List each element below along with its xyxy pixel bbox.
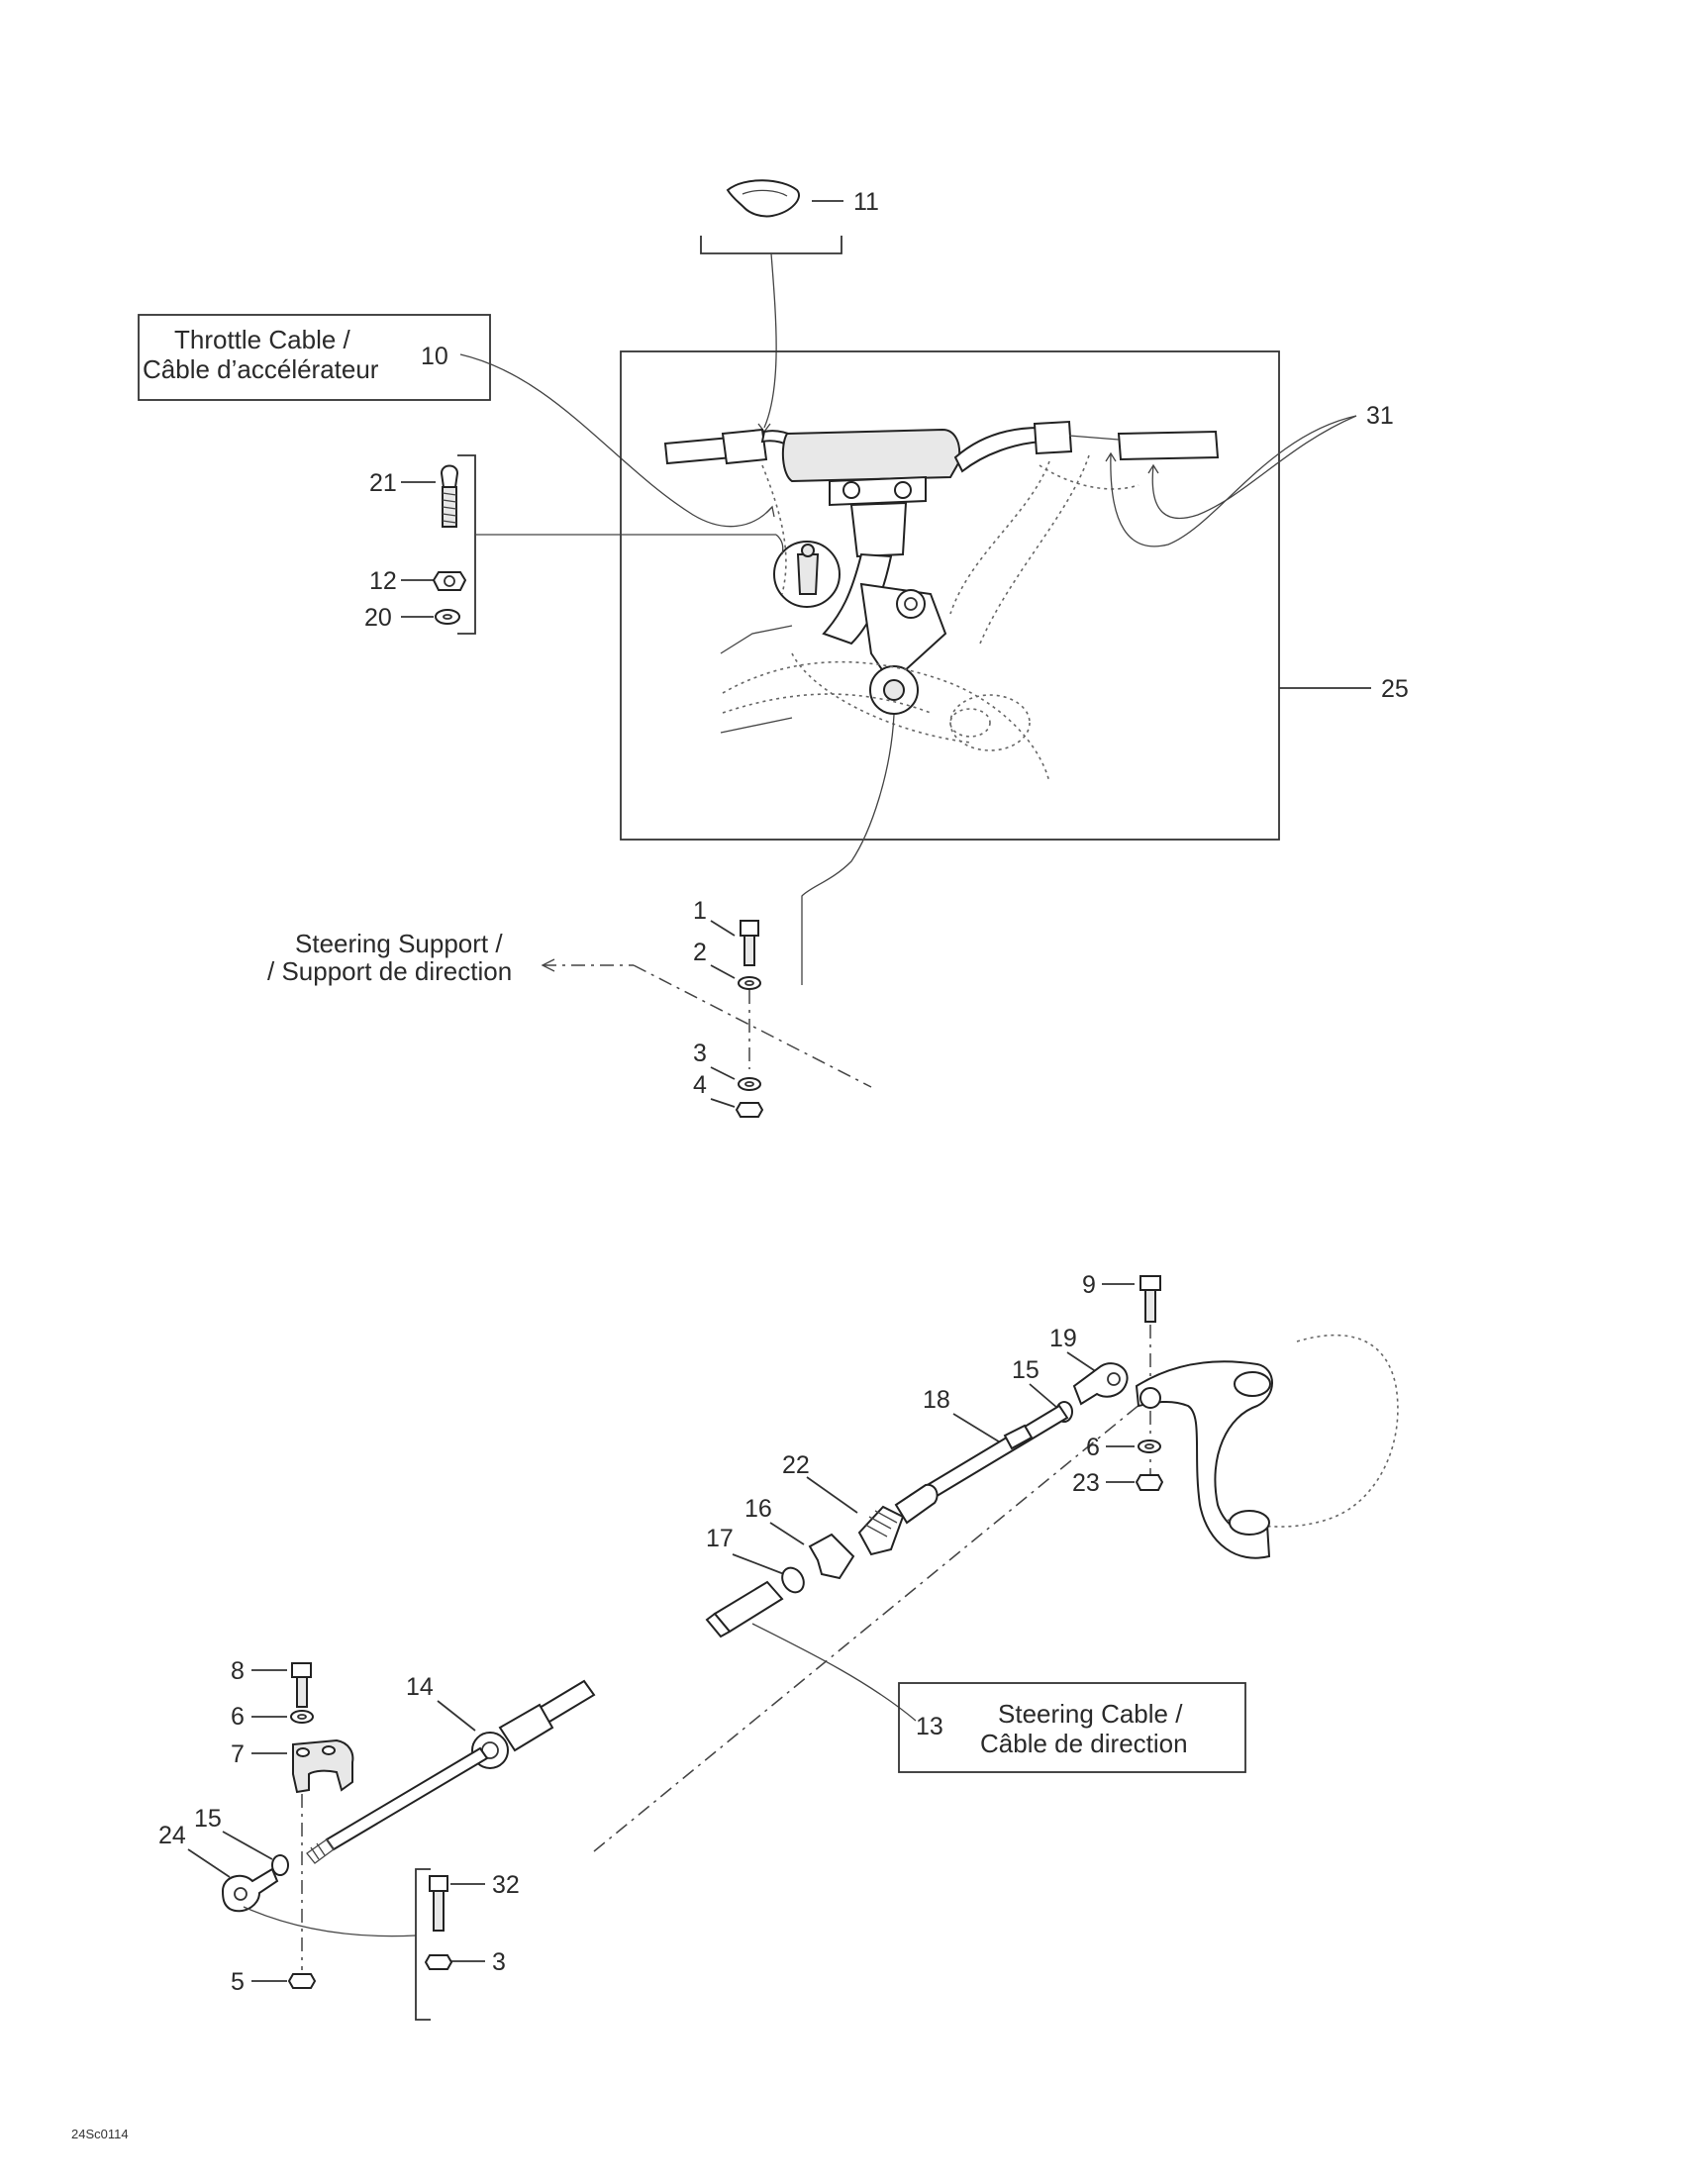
callout-3-top: 3 [693, 1040, 707, 1067]
callout-9: 9 [1082, 1271, 1096, 1299]
callout-5: 5 [231, 1968, 245, 1996]
callout-20: 20 [364, 604, 392, 632]
callout-15-right: 15 [1012, 1356, 1040, 1384]
part-32-bolt [429, 1875, 448, 1932]
callout-23: 23 [1072, 1469, 1100, 1497]
callout-11: 11 [853, 188, 879, 216]
callout-13: 13 [916, 1713, 943, 1740]
part-5-nut [287, 1973, 317, 1989]
callout-24: 24 [158, 1822, 186, 1849]
callout-32: 32 [492, 1871, 520, 1899]
part-2-washer [738, 976, 761, 990]
handlebar-kit-box [620, 350, 1280, 841]
part-3-washer [738, 1077, 761, 1091]
callout-31: 31 [1366, 402, 1394, 430]
callout-6-right: 6 [1086, 1434, 1100, 1461]
part-7-bracket [292, 1738, 354, 1794]
part-22-nut [857, 1483, 939, 1556]
callout-8: 8 [231, 1657, 245, 1685]
part-15-nut-left [271, 1854, 289, 1876]
callout-17: 17 [706, 1525, 734, 1552]
steering-cable-caption-box [898, 1682, 1246, 1773]
part-24-rod-end [221, 1867, 279, 1913]
part-1-bolt [740, 920, 759, 966]
part-12-nut [432, 571, 467, 591]
part-19-rod-end [1072, 1362, 1129, 1406]
callout-25: 25 [1381, 675, 1409, 703]
callout-6-left: 6 [231, 1703, 245, 1731]
part-6-washer-right [1138, 1439, 1161, 1453]
callout-22: 22 [782, 1451, 810, 1479]
part-11-clip [726, 179, 800, 218]
engine-steering-arm [1135, 1334, 1399, 1559]
callout-10: 10 [421, 343, 448, 370]
part-9-bolt [1139, 1275, 1161, 1323]
callout-21: 21 [369, 469, 397, 497]
part-13-sleeve [705, 1580, 784, 1638]
callout-2: 2 [693, 939, 707, 966]
part-4-nut [735, 1102, 764, 1118]
part-6-washer-left [290, 1710, 314, 1724]
steering-support-label-fr: / Support de direction [267, 956, 512, 986]
callout-7: 7 [231, 1740, 245, 1768]
part-8-bolt [291, 1662, 312, 1708]
part-3-nut-bottom [424, 1954, 453, 1970]
callout-1: 1 [693, 897, 707, 925]
handlebar-illustration [663, 420, 1220, 783]
steering-cable-label-fr: Câble de direction [980, 1729, 1188, 1758]
callout-19: 19 [1049, 1325, 1077, 1352]
callout-18: 18 [923, 1386, 950, 1414]
callout-16: 16 [744, 1495, 772, 1523]
drawing-code: 24Sc0114 [71, 2127, 129, 2141]
throttle-cable-label-fr: Câble d’accélérateur [143, 354, 379, 384]
part-17-washer [781, 1566, 805, 1594]
callout-15-left: 15 [194, 1805, 222, 1833]
part-20-washer [435, 609, 460, 625]
throttle-cable-caption-box [138, 314, 491, 401]
steering-support-label-en: Steering Support / [295, 929, 503, 958]
callout-4: 4 [693, 1071, 707, 1099]
part-23-nut [1135, 1474, 1164, 1491]
part-14-cable [306, 1679, 596, 1864]
part-16-clip [808, 1533, 855, 1580]
callout-14: 14 [406, 1673, 434, 1701]
steering-cable-label-en: Steering Cable / [998, 1699, 1183, 1729]
throttle-cable-label-en: Throttle Cable / [174, 325, 351, 354]
part-21-ball-stud [440, 464, 459, 528]
callout-3-bottom: 3 [492, 1948, 506, 1976]
callout-12: 12 [369, 567, 397, 595]
